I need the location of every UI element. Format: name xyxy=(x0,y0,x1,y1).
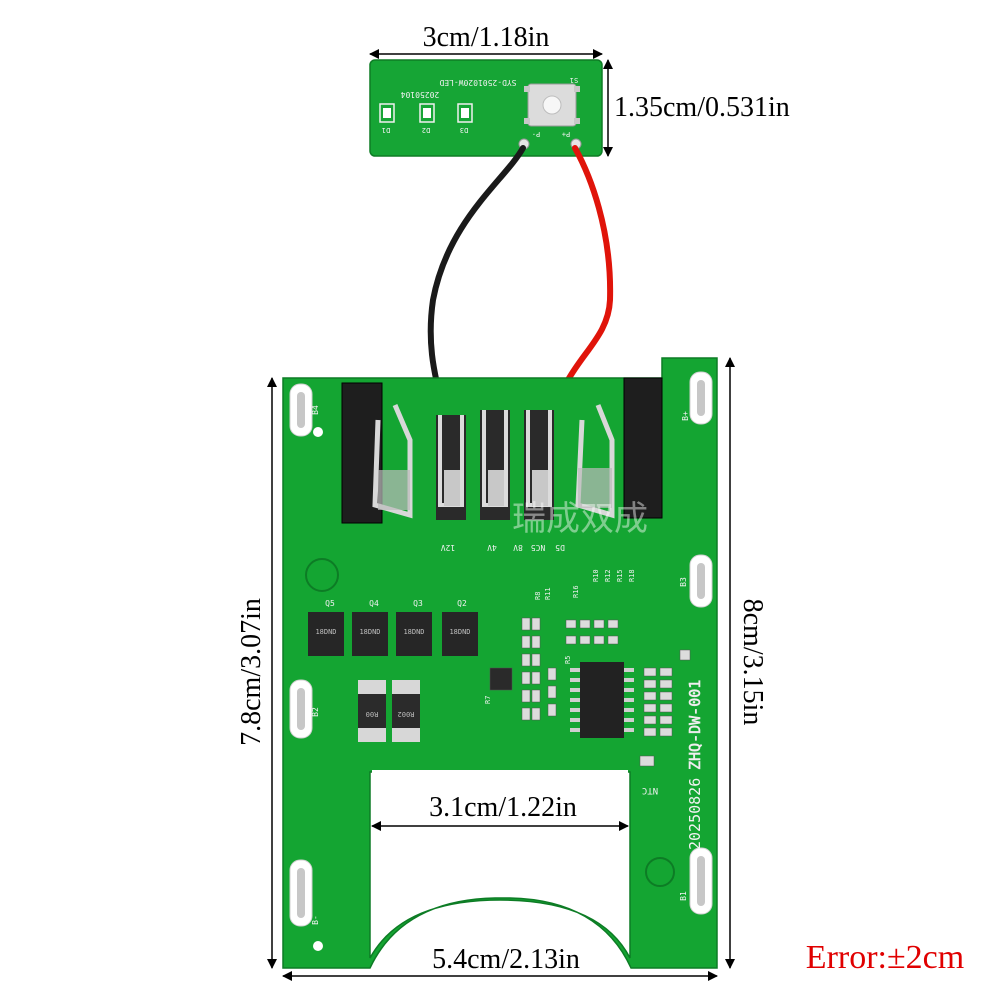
mosfet-q3: 18DND xyxy=(396,612,432,656)
dimension-slot-width: 3.1cm/1.22in xyxy=(371,792,629,831)
pad-label-b2: B2 xyxy=(311,707,320,717)
pad-label-b4: B4 xyxy=(311,405,320,415)
svg-text:18DND: 18DND xyxy=(403,628,424,636)
svg-text:R002: R002 xyxy=(398,710,415,718)
terminal-label-12v: 12V xyxy=(441,543,456,552)
terminal-label-8v: 8V xyxy=(513,543,523,552)
svg-text:18DND: 18DND xyxy=(449,628,470,636)
mosfet-q5: 18DND xyxy=(308,612,344,656)
led-label-d3: D3 xyxy=(460,126,468,134)
terminal-12v xyxy=(436,415,466,520)
ntc-label: NTC xyxy=(642,785,658,795)
bms-ic xyxy=(570,662,634,738)
pad-b3 xyxy=(689,554,713,608)
dimension-right-height: 8cm/3.15in xyxy=(725,357,768,969)
dimension-led-height-label: 1.35cm/0.531in xyxy=(614,92,790,123)
pad-b2 xyxy=(289,679,313,739)
mounting-hole-right xyxy=(645,857,675,887)
pad-b4 xyxy=(289,383,313,437)
resistor-label-r7: R7 xyxy=(484,696,492,704)
terminal-label-d5: D5 xyxy=(555,543,565,552)
switch-label: S1 xyxy=(570,76,578,84)
resistor-label-r12: R12 xyxy=(604,569,612,582)
terminal-right xyxy=(575,404,615,519)
mosfet-label-q4: Q4 xyxy=(369,599,379,608)
led-board: SYD-2501020W-LED 20250104 D1 D2 D3 S1 P- xyxy=(369,59,603,157)
dimension-left-height-label: 7.8cm/3.07in xyxy=(236,598,267,746)
led-label-d1: D1 xyxy=(382,126,390,134)
led-d2 xyxy=(419,103,435,123)
led-board-date-label: 20250104 xyxy=(401,90,440,99)
board-date-label: 20250826 xyxy=(686,778,704,850)
mosfet-label-q2: Q2 xyxy=(457,599,467,608)
terminal-4v xyxy=(480,410,510,520)
resistor-label-r5: R5 xyxy=(564,656,572,664)
smd-components xyxy=(489,617,691,767)
dimension-led-width-label: 3cm/1.18in xyxy=(423,22,550,53)
resistor-label-r10: R10 xyxy=(592,569,600,582)
mosfet-label-q3: Q3 xyxy=(413,599,423,608)
svg-text:R00: R00 xyxy=(366,710,379,718)
mosfet-q4: 18DND xyxy=(352,612,388,656)
pad-label-b-minus: B- xyxy=(311,915,320,925)
terminal-label-4v: 4V xyxy=(487,543,497,552)
svg-text:18DND: 18DND xyxy=(359,628,380,636)
resistor-label-r15: R15 xyxy=(616,569,624,582)
led-d1 xyxy=(379,103,395,123)
pad-label-b-plus: B+ xyxy=(681,411,690,421)
pad-b1 xyxy=(689,847,713,915)
dimension-bottom-width-label: 5.4cm/2.13in xyxy=(432,944,580,975)
watermark: 瑞成双成 xyxy=(512,499,648,539)
red-wire xyxy=(550,145,614,423)
mosfet-q2: 18DND xyxy=(442,612,478,656)
pad-label-b1: B1 xyxy=(679,891,688,901)
pad-label-p-plus: P+ xyxy=(562,130,570,138)
svg-text:18DND: 18DND xyxy=(315,628,336,636)
main-board: B4 B+ B3 B2 B1 B- xyxy=(282,357,718,969)
mounting-hole-top-left xyxy=(313,427,323,437)
pad-b-minus xyxy=(289,859,313,927)
shunt-resistor-2: R002 xyxy=(392,680,420,742)
terminal-8v xyxy=(524,410,554,520)
pad-label-b3: B3 xyxy=(679,577,688,587)
mounting-hole-bottom-left xyxy=(313,941,323,951)
led-label-d2: D2 xyxy=(422,126,430,134)
dimension-led-height: 1.35cm/0.531in xyxy=(603,59,790,157)
led-d3 xyxy=(457,103,473,123)
resistor-label-r16: R16 xyxy=(572,585,580,598)
error-note: Error:±2cm xyxy=(806,939,964,976)
resistor-label-r11: R11 xyxy=(544,587,552,600)
mosfet-label-q5: Q5 xyxy=(325,599,335,608)
pad-b-plus xyxy=(689,371,713,425)
connector-housing-right xyxy=(623,377,663,519)
terminal-label-nc5: NC5 xyxy=(531,543,546,552)
dimension-led-width: 3cm/1.18in xyxy=(369,22,603,59)
mounting-hole-left xyxy=(305,558,339,592)
tactile-switch xyxy=(524,83,580,127)
resistor-label-r8: R8 xyxy=(534,592,542,600)
led-board-model-label: SYD-2501020W-LED xyxy=(439,78,516,87)
terminal-left xyxy=(372,404,413,519)
board-model-label: ZHQ-DW-001 xyxy=(686,680,704,770)
resistor-label-r18: R18 xyxy=(628,569,636,582)
dimension-left-height: 7.8cm/3.07in xyxy=(236,377,277,969)
dimension-bottom-width: 5.4cm/2.13in xyxy=(282,944,718,981)
dimension-slot-width-label: 3.1cm/1.22in xyxy=(429,792,577,823)
pad-label-p-minus: P- xyxy=(532,130,540,138)
shunt-resistor-1: R00 xyxy=(358,680,386,742)
dimension-right-height-label: 8cm/3.15in xyxy=(737,599,768,726)
